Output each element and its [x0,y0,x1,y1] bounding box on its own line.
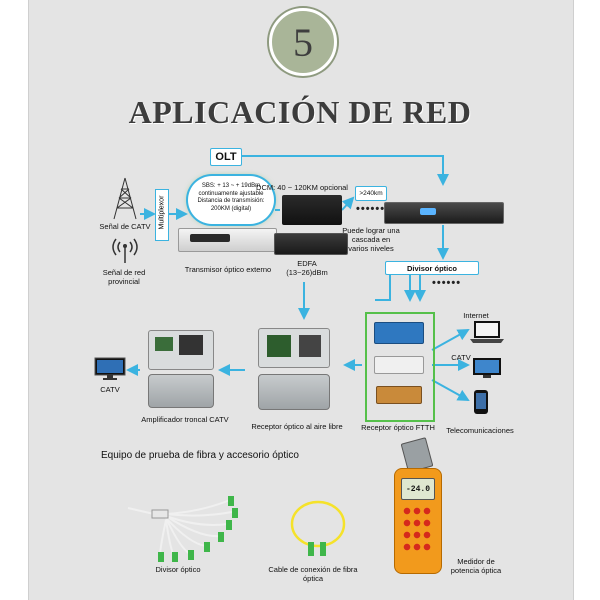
optical-splitter-box: Divisor óptico [385,261,479,275]
cascade-dots: •••••• [356,203,386,215]
test-section-title: Equipo de prueba de fibra y accesorio óp… [101,450,299,461]
trunk-amplifier-open [148,330,214,370]
provincial-signal-label: Señal de red provincial [102,268,146,286]
splitter-label: Divisor óptico [155,565,201,574]
internet-label: Internet [463,311,489,320]
multiplexer-box: Multiplexor [155,189,169,241]
distance-box: >240km [355,186,387,201]
page-number: 5 [293,19,313,65]
power-meter-screen: -24.0 [401,478,435,500]
outdoor-receiver-case [258,374,330,410]
olt-box: OLT [210,148,242,166]
phone-icon [474,390,488,414]
ftth-device-1 [374,322,424,344]
page-number-badge: 5 [269,8,337,76]
trunk-amplifier-case [148,374,214,408]
rack-device [384,202,504,224]
wireless-antenna-icon [112,238,138,263]
trunk-amp-label: Amplificador troncal CATV [141,415,229,424]
rack-display [420,208,436,215]
transmitter-label: Transmisor óptico externo [184,265,272,274]
page-background [28,0,574,600]
arrow-ftth-to-telecom [431,379,470,401]
catv-tower-icon [113,177,137,220]
arrow-ftth-to-internet [431,329,470,351]
patch-cord-label: Cable de conexión de fibra óptica [268,565,358,583]
outdoor-receiver-open [258,328,330,368]
telecom-label: Telecomunicaciones [446,426,514,435]
ftth-device-3 [376,386,422,404]
tv-right-icon [473,358,501,378]
catv-left-label: CATV [100,385,120,394]
edfa-device [274,233,348,255]
patch-cord-icon [290,500,346,556]
cascade-label: Puede lograr una cascada en varios nivel… [342,226,400,253]
catv-right-label: CATV [451,353,471,362]
multiplexer-label: Multiplexor [158,195,166,230]
ftth-device-2 [374,356,424,374]
fiber-splitter-icon [127,496,238,562]
power-meter-keypad [402,505,432,555]
dcm-device [282,195,342,225]
arrow-olt-to-device [241,155,449,186]
arrow-splitter-left [375,274,391,301]
sbs-text: SBS: + 13 ~ + 19dBm continuamente ajusta… [197,183,265,212]
edfa-label: EDFA (13~26)dBm [286,259,328,277]
transmitter-panel [190,234,230,242]
ftth-frame [365,312,435,422]
sbs-cloud [188,176,274,224]
outdoor-rx-label: Receptor óptico al aire libre [251,422,343,431]
arrow-edfa-to-km [341,196,355,211]
splitter-dots: •••••• [432,277,462,289]
laptop-icon [470,321,504,343]
dcm-label: DCM: 40 ~ 120KM opcional [256,183,348,192]
power-meter-reading: -24.0 [405,484,430,494]
ftth-rx-label: Receptor óptico FTTH [361,423,435,432]
power-meter-label: Medidor de potencia óptica [450,557,502,575]
tv-icon [94,357,126,380]
catv-signal-label: Señal de CATV [99,222,151,231]
page-title: APLICACIÓN DE RED [128,94,472,130]
